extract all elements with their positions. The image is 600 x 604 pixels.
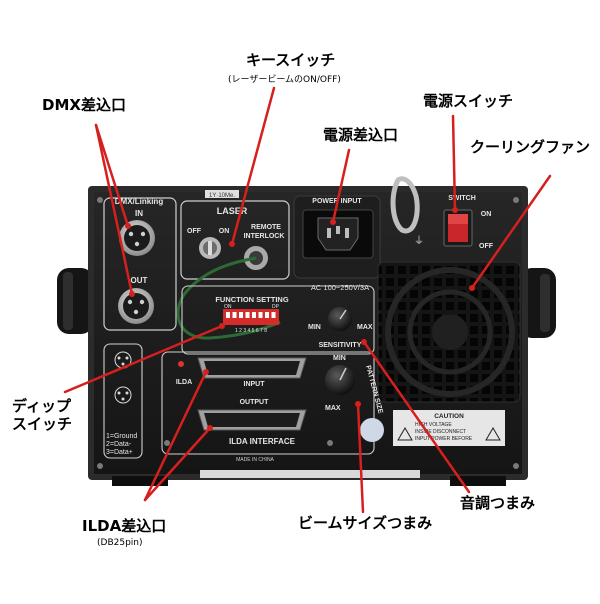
beam-size-callout: ビームサイズつまみ: [298, 514, 433, 532]
cooling-fan-callout: クーリングファン: [470, 138, 591, 156]
remote-label-2: INTERLOCK: [244, 233, 285, 240]
foot-right: [450, 476, 506, 486]
dip-switch-callout-line1: ディップ: [12, 397, 71, 415]
arrow-cooling-fan: [470, 174, 552, 290]
arrow-sound-knob: [362, 340, 471, 494]
serial-sticker: [205, 190, 239, 198]
round-sticker: [360, 418, 384, 442]
key-switch-callout: キースイッチ: [246, 51, 336, 69]
callout-arrows: [63, 86, 552, 514]
power-inlet[interactable]: [302, 209, 374, 259]
dmx-port-callout: DMX差込口: [42, 96, 126, 114]
dip-on-label: ON: [224, 304, 232, 310]
arrow-power-inlet: [331, 148, 351, 224]
pin-dots: [117, 356, 129, 401]
key-switch-subtext: (レーザービームのON/OFF): [228, 75, 341, 85]
dmx-out-connector[interactable]: [118, 288, 154, 324]
ac-rating: AC 100~250V/3A: [311, 283, 369, 292]
arrow-ilda-input: [143, 370, 208, 502]
laser-frame: [180, 200, 290, 280]
dmx-out-label: OUT: [131, 276, 148, 285]
dmx-frame: [103, 197, 177, 331]
ilda-interface-label: ILDA INTERFACE: [229, 437, 296, 446]
ilda-led: [178, 361, 184, 367]
dmx-title: DMX/Linking: [115, 197, 164, 206]
ilda-frame: [161, 351, 375, 455]
cooling-fan: [377, 261, 521, 403]
caution-label: [393, 410, 505, 446]
switch-off-label: OFF: [479, 243, 494, 250]
right-handle: [520, 268, 556, 338]
ilda-small-label: ILDA: [176, 379, 192, 386]
caution-line-3: INPUT POWER BEFORE: [415, 436, 473, 442]
dmx-in-label: IN: [135, 209, 143, 218]
carabiner: [390, 176, 420, 234]
sticker-text: 1Y·10Me.: [209, 193, 235, 199]
ilda-output-connector[interactable]: [197, 409, 307, 431]
ilda-port-subtext: (DB25pin): [97, 538, 143, 548]
pattern-size-knob[interactable]: [325, 365, 355, 395]
sound-sensitivity-knob[interactable]: [328, 307, 352, 331]
key-switch[interactable]: [199, 237, 221, 259]
arrow-key-switch: [230, 86, 276, 246]
key-off-label: OFF: [187, 228, 202, 235]
pin-legend-2: 2=Data-: [106, 441, 132, 448]
power-switch-callout: 電源スイッチ: [423, 92, 514, 110]
caution-line-2: INSIDE DISCONNECT: [415, 429, 466, 435]
pin-legend-frame: [103, 343, 143, 459]
remote-label-1: REMOTE: [251, 224, 281, 231]
power-inlet-callout: 電源差込口: [323, 126, 399, 144]
function-setting-label: FUNCTION SETTING: [215, 295, 288, 304]
switch-on-label: ON: [481, 211, 492, 218]
sensitivity-label: SENSITIVITY: [319, 342, 362, 349]
sens-max-label: MAX: [357, 324, 373, 331]
arrow-tips: [125, 207, 475, 431]
arrow-power-switch: [451, 114, 457, 212]
arrow-beam-size: [356, 402, 365, 514]
interlock-wire: [176, 256, 281, 340]
foot-left: [112, 476, 168, 486]
base-plate: [200, 470, 420, 478]
ground-symbol: ⏚: [414, 235, 424, 247]
caution-title: CAUTION: [434, 413, 464, 420]
function-frame: [181, 285, 375, 355]
ilda-input-connector[interactable]: [197, 357, 307, 379]
arrow-ilda-output: [143, 426, 212, 502]
pin-legend-1: 1=Ground: [106, 433, 137, 440]
arrow-dmx-out: [94, 123, 134, 296]
switch-title: SWITCH: [448, 195, 476, 202]
dip-switch[interactable]: [223, 309, 279, 325]
output-label: OUTPUT: [240, 399, 270, 406]
dmx-in-connector[interactable]: [119, 220, 155, 256]
arrow-dip-switch: [63, 324, 224, 394]
caution-line-1: HIGH VOLTAGE: [415, 422, 452, 428]
arrow-dmx-in: [94, 123, 130, 228]
pattern-max-label: MAX: [325, 405, 341, 412]
input-label: INPUT: [244, 381, 266, 388]
key-on-label: ON: [219, 228, 230, 235]
pattern-min-label: MIN: [333, 355, 346, 362]
dip-switch-callout-line2: スイッチ: [12, 415, 73, 433]
pin-legend-3: 3=Data+: [106, 449, 133, 456]
left-handle: [57, 268, 93, 334]
panel-screws: [97, 197, 519, 469]
sound-knob-callout: 音調つまみ: [460, 494, 536, 512]
sens-min-label: MIN: [308, 324, 321, 331]
dip-numbers: 1 2 3 4 5 6 7 8: [235, 328, 267, 334]
dip-dp-label: DP: [272, 304, 280, 310]
power-switch[interactable]: [443, 209, 473, 247]
made-in-label: MADE IN CHINA: [236, 457, 274, 463]
laser-title: LASER: [217, 206, 248, 216]
ilda-port-callout: ILDA差込口: [82, 517, 167, 535]
